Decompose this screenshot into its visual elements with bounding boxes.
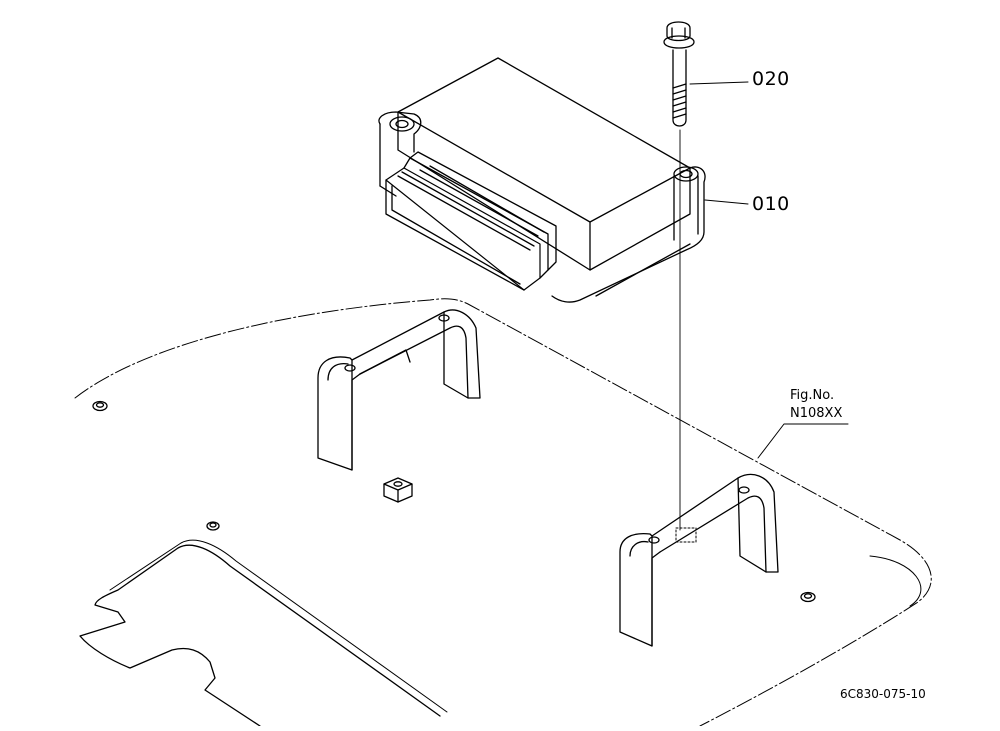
- callout-label-010: 010: [752, 193, 790, 215]
- controller-module: [379, 58, 705, 302]
- figure-ref-line1: Fig.No.: [790, 388, 835, 403]
- drawing-code: 6C830-075-10: [840, 687, 926, 701]
- callout-label-020: 020: [752, 68, 790, 90]
- bracket-center: [318, 310, 480, 470]
- leader-line-fig-ref: [758, 424, 848, 458]
- figure-ref-line2: N108XX: [790, 406, 843, 421]
- base-plate: [75, 299, 931, 726]
- leader-line-020: [690, 82, 748, 84]
- bracket-right: [620, 474, 778, 646]
- flange-bolt: [664, 22, 694, 126]
- hex-nut: [384, 478, 412, 502]
- plate-cutout: [80, 540, 447, 726]
- leader-line-010: [705, 200, 748, 204]
